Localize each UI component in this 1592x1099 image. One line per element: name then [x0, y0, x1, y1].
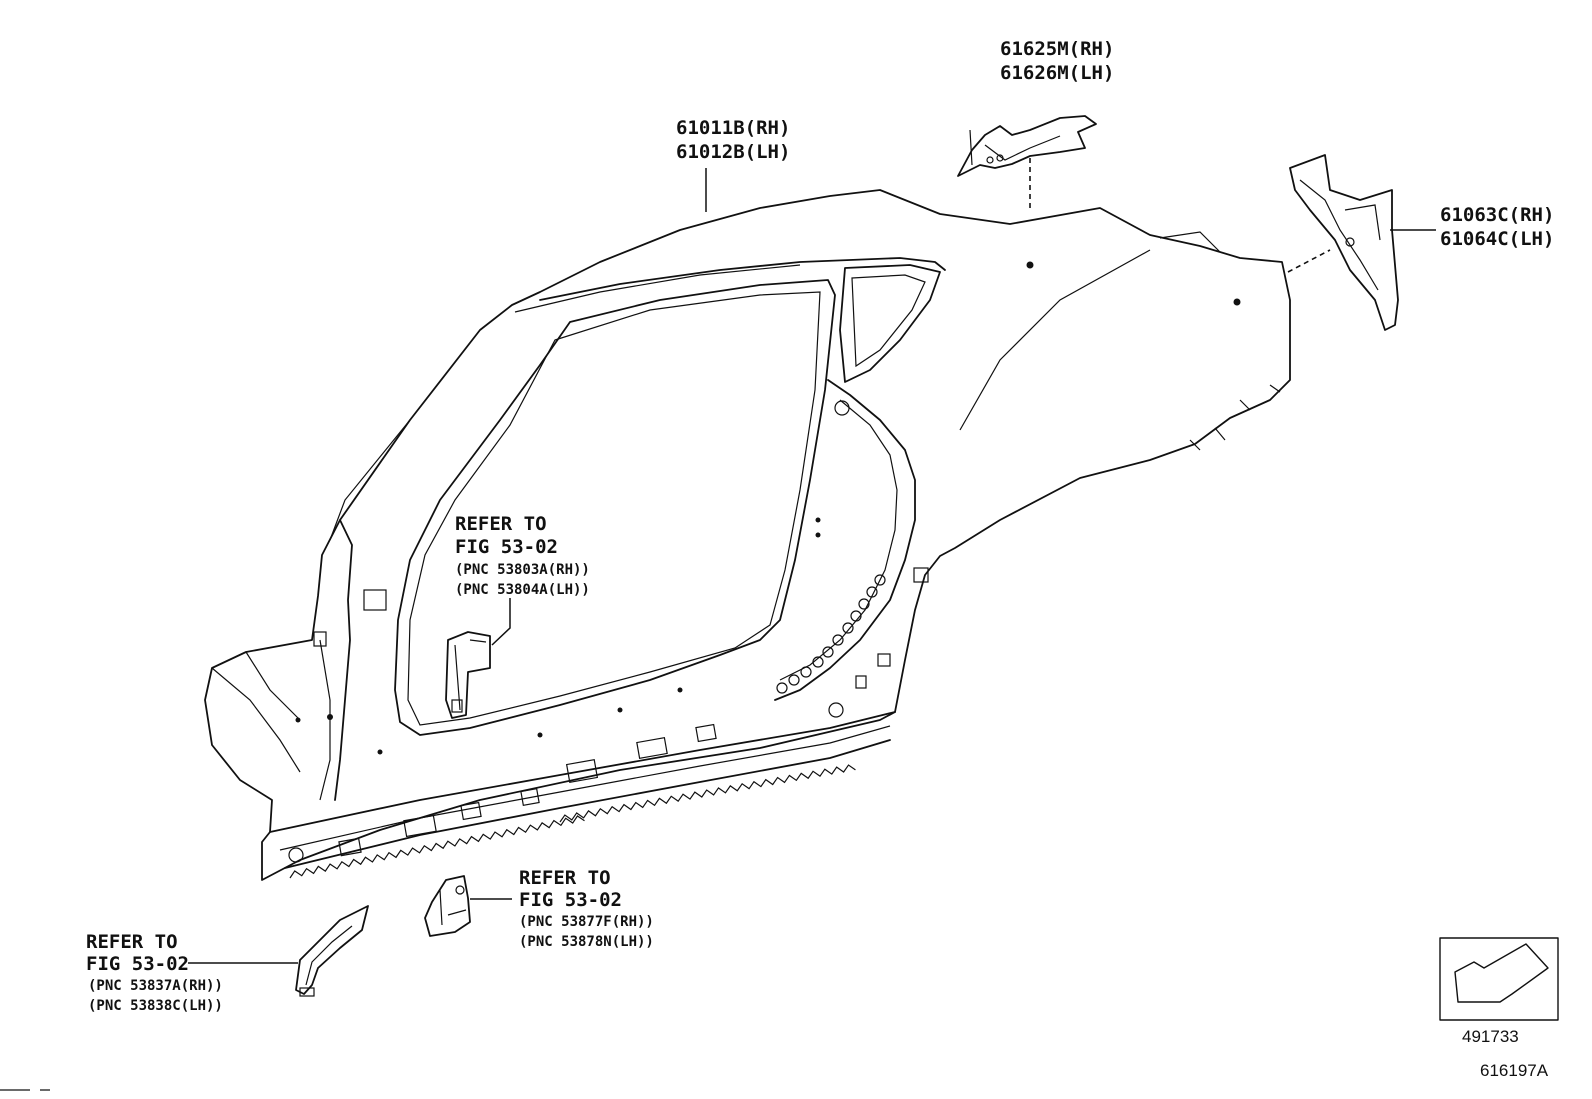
figure-code: 616197A: [1480, 1061, 1549, 1080]
pillar-bracket-pnc-rh: (PNC 53803A(RH)): [455, 562, 590, 578]
front-bracket-pnc-lh: (PNC 53838C(LH)): [88, 998, 223, 1014]
weld-bead: [776, 574, 886, 694]
upper-brace-callout-lh: 61626M(LH): [1000, 62, 1114, 84]
rear-extension-callout-rh: 61063C(RH): [1440, 204, 1554, 226]
pillar-bracket-refer: REFER TO: [455, 513, 547, 535]
front-bracket-fig: FIG 53-02: [86, 953, 189, 975]
view-indicator: 491733: [1439, 937, 1559, 1046]
direction-arrow-icon: [1454, 943, 1549, 1003]
side-panel-drawing: [204, 189, 1291, 881]
pillar-bracket-leader: [491, 598, 511, 646]
rear-extension-dash: [1287, 249, 1331, 273]
side-panel-callout-rh: 61011B(RH): [676, 117, 790, 139]
rocker-bracket-refer: REFER TO: [519, 867, 611, 889]
upper-brace-drawing: [957, 115, 1097, 177]
pillar-bracket-fig: FIG 53-02: [455, 536, 558, 558]
front-bracket-drawing: [295, 905, 369, 997]
front-bracket-refer: REFER TO: [86, 931, 178, 953]
upper-brace-callout-rh: 61625M(RH): [1000, 38, 1114, 60]
side-panel-callout-lh: 61012B(LH): [676, 141, 790, 163]
view-indicator-code: 491733: [1462, 1027, 1519, 1046]
pillar-bracket-pnc-lh: (PNC 53804A(LH)): [455, 582, 590, 598]
rocker-bracket-fig: FIG 53-02: [519, 889, 622, 911]
rocker-bracket-pnc-rh: (PNC 53877F(RH)): [519, 914, 654, 930]
front-bracket-pnc-rh: (PNC 53837A(RH)): [88, 978, 223, 994]
pillar-bracket-drawing: [445, 631, 491, 719]
rocker-bracket-pnc-lh: (PNC 53878N(LH)): [519, 934, 654, 950]
rear-extension-callout-lh: 61064C(LH): [1440, 228, 1554, 250]
rocker-bracket-drawing: [424, 875, 471, 937]
rear-extension-drawing: [1289, 154, 1399, 331]
